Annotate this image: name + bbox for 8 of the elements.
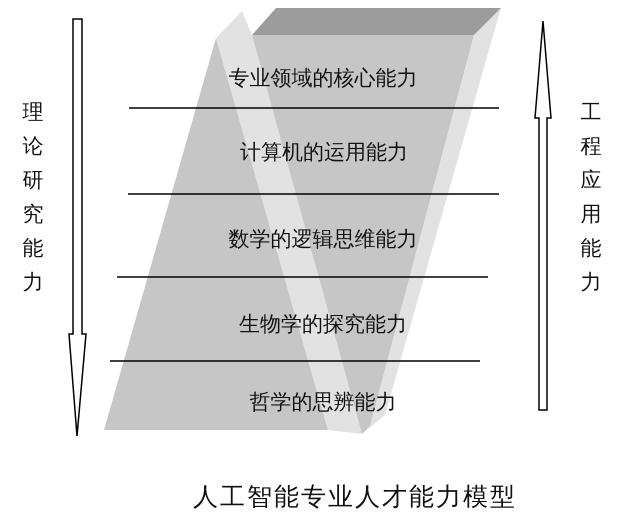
layer-label: 数学的逻辑思维能力 <box>228 227 418 251</box>
caption: 人工智能专业人才能力模型 <box>193 482 517 512</box>
axis-label: 工程应用能力 <box>580 99 602 296</box>
layer-label: 生物学的探究能力 <box>239 312 407 336</box>
layer-label: 专业领域的核心能力 <box>228 66 418 90</box>
layer-label: 哲学的思辨能力 <box>250 390 396 414</box>
layer-label: 计算机的运用能力 <box>240 140 408 164</box>
axis-label: 理论研究能力 <box>22 99 44 296</box>
